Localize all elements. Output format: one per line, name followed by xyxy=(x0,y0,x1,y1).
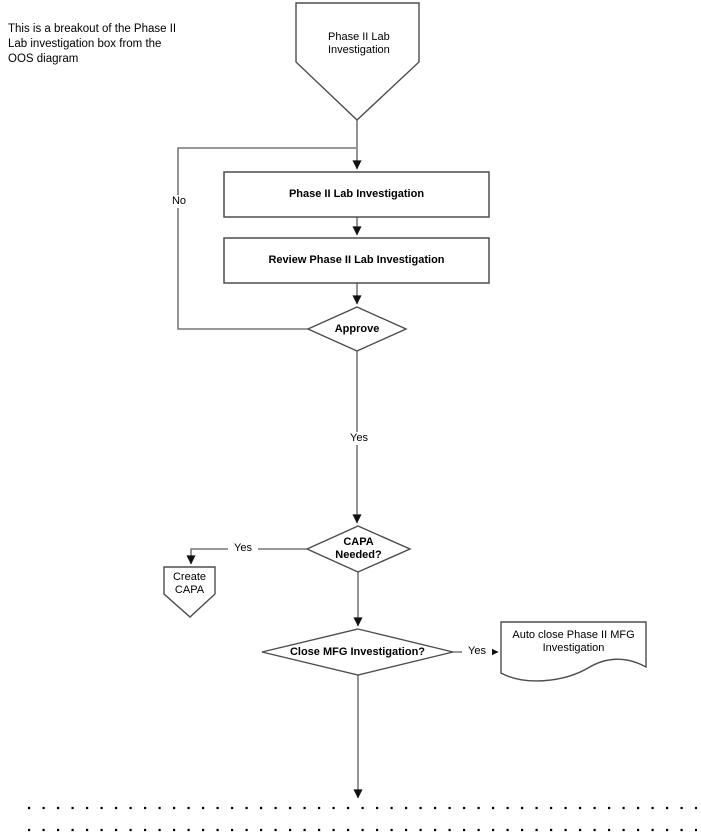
capa-needed-diamond-shape xyxy=(305,525,412,573)
edge-capa-yes-to-create xyxy=(186,548,307,565)
capa-needed-label: CAPA Needed? xyxy=(335,536,382,561)
start-label: Phase II Lab Investigation xyxy=(328,31,390,56)
review-rect-shape xyxy=(223,237,490,284)
close-mfg-label: Close MFG Investigation? xyxy=(289,645,426,658)
approve-label: Approve xyxy=(334,322,380,335)
review-label: Review Phase II Lab Investigation xyxy=(268,254,445,266)
annotation-text: This is a breakout of the Phase II Lab i… xyxy=(8,23,177,65)
create-capa-label: Create CAPA xyxy=(172,571,207,596)
edge-label-yes-approve: Yes xyxy=(344,432,374,445)
approve-diamond-shape xyxy=(306,306,408,352)
edge-label-no: No xyxy=(165,195,193,208)
auto-close-label: Auto close Phase II MFG Investigation xyxy=(512,628,635,655)
edge-label-yes-close: Yes xyxy=(462,645,492,658)
edge-label-yes-capa: Yes xyxy=(228,542,258,555)
close-mfg-diamond-shape xyxy=(261,628,454,676)
auto-close-document-shape xyxy=(500,621,647,682)
phase2-lab-label: Phase II Lab Investigation xyxy=(288,188,425,200)
edge-approve-no-loop xyxy=(177,147,356,330)
start-pentagon-shape xyxy=(295,2,420,121)
create-capa-pentagon-shape xyxy=(163,566,216,618)
phase2-lab-rect-shape xyxy=(223,171,490,218)
